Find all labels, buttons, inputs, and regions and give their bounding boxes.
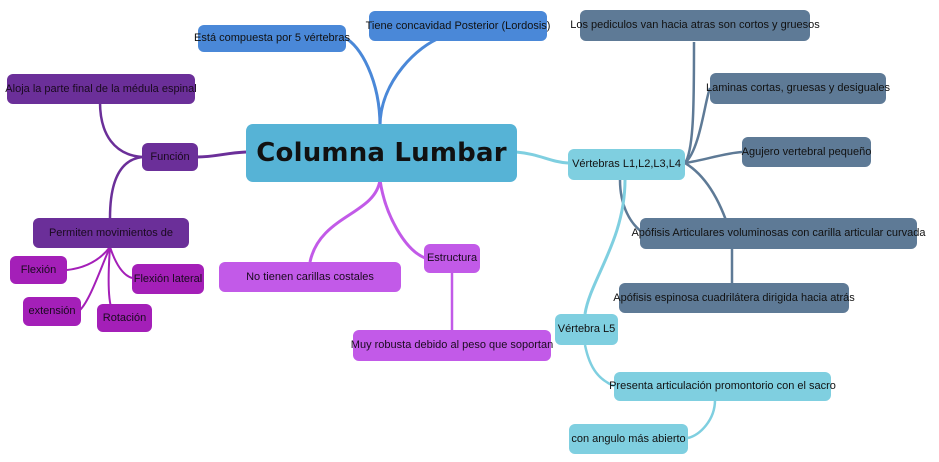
- link-l1l4-agujero: [684, 150, 743, 165]
- link-l5-promontorio: [583, 344, 615, 388]
- node-vertebra-l5[interactable]: Vértebra L5: [555, 314, 618, 345]
- node-laminas[interactable]: Laminas cortas, gruesas y desiguales: [706, 73, 890, 104]
- node-flexion[interactable]: Flexión: [10, 256, 67, 284]
- link-l1l4-pediculos: [683, 41, 696, 164]
- node-promontorio-label: Presenta articulación promontorio con el…: [609, 380, 836, 393]
- node-permiten[interactable]: Permiten movimientos de: [33, 218, 189, 248]
- node-vertebras-l1-l4[interactable]: Vértebras L1,L2,L3,L4: [568, 149, 685, 180]
- node-laminas-label: Laminas cortas, gruesas y desiguales: [705, 82, 891, 95]
- node-estructura[interactable]: Estructura: [424, 244, 480, 273]
- node-concavidad-label: Tiene concavidad Posterior (Lordosis): [365, 19, 551, 32]
- node-aloja-label: Aloja la parte final de la médula espina…: [5, 82, 197, 95]
- link-central-estructura: [378, 179, 426, 260]
- node-pediculos[interactable]: Los pediculos van hacia atras son cortos…: [570, 10, 820, 41]
- node-flexion-lateral-label: Flexión lateral: [133, 272, 203, 285]
- central-topic-label: Columna Lumbar: [256, 137, 507, 168]
- link-promontorio-angulo: [687, 399, 717, 440]
- node-apofisis-espinosa-label: Apófisis espinosa cuadrilátera dirigida …: [613, 291, 855, 304]
- node-promontorio[interactable]: Presenta articulación promontorio con el…: [609, 372, 836, 401]
- central-topic[interactable]: Columna Lumbar: [246, 124, 517, 182]
- node-extension-label: extensión: [28, 305, 76, 318]
- node-funcion-label: Función: [150, 150, 190, 163]
- link-central-l1l4: [515, 150, 569, 165]
- node-rotacion[interactable]: Rotación: [97, 304, 152, 332]
- node-concavidad[interactable]: Tiene concavidad Posterior (Lordosis): [366, 11, 550, 41]
- link-permiten-flexion-lateral: [109, 246, 133, 279]
- link-permiten-extension: [79, 246, 111, 311]
- node-estructura-label: Estructura: [426, 252, 478, 265]
- node-permiten-label: Permiten movimientos de: [48, 226, 174, 239]
- link-permiten-rotacion: [107, 246, 113, 311]
- link-central-concavidad: [378, 36, 441, 127]
- node-flexion-label: Flexión: [20, 263, 57, 276]
- node-apofisis-espinosa[interactable]: Apófisis espinosa cuadrilátera dirigida …: [613, 283, 855, 313]
- link-funcion-aloja: [98, 101, 143, 159]
- node-agujero-label: Agujero vertebral pequeño: [741, 145, 872, 158]
- node-angulo[interactable]: con angulo más abierto: [569, 424, 688, 454]
- node-vertebras-l1-l4-label: Vértebras L1,L2,L3,L4: [572, 158, 681, 171]
- link-permiten-flexion: [66, 246, 111, 271]
- node-vertebra-l5-label: Vértebra L5: [557, 323, 616, 336]
- node-flexion-lateral[interactable]: Flexión lateral: [132, 264, 204, 294]
- node-compuesta-label: Está compuesta por 5 vértebras: [194, 32, 350, 45]
- node-robusta-label: Muy robusta debido al peso que soportan: [350, 339, 554, 352]
- link-central-compuesta: [344, 36, 382, 127]
- node-no-carillas-label: No tienen carillas costales: [246, 270, 374, 283]
- node-agujero[interactable]: Agujero vertebral pequeño: [742, 137, 871, 167]
- link-central-no-carillas: [308, 179, 382, 263]
- link-l1l4-laminas: [684, 87, 712, 164]
- node-robusta[interactable]: Muy robusta debido al peso que soportan: [350, 330, 554, 361]
- link-central-funcion: [196, 150, 247, 159]
- node-aloja[interactable]: Aloja la parte final de la médula espina…: [5, 74, 197, 104]
- node-compuesta[interactable]: Está compuesta por 5 vértebras: [194, 25, 350, 52]
- node-extension[interactable]: extensión: [23, 297, 81, 326]
- node-angulo-label: con angulo más abierto: [571, 432, 686, 445]
- link-l1l4-l5: [583, 179, 627, 315]
- node-apofisis-articulares-label: Apófisis Articulares voluminosas con car…: [631, 227, 926, 240]
- node-pediculos-label: Los pediculos van hacia atras son cortos…: [570, 19, 820, 32]
- node-apofisis-articulares[interactable]: Apófisis Articulares voluminosas con car…: [631, 218, 926, 249]
- node-no-carillas[interactable]: No tienen carillas costales: [219, 262, 401, 292]
- node-funcion[interactable]: Función: [142, 143, 198, 171]
- link-funcion-permiten: [108, 155, 143, 219]
- node-rotacion-label: Rotación: [102, 311, 147, 324]
